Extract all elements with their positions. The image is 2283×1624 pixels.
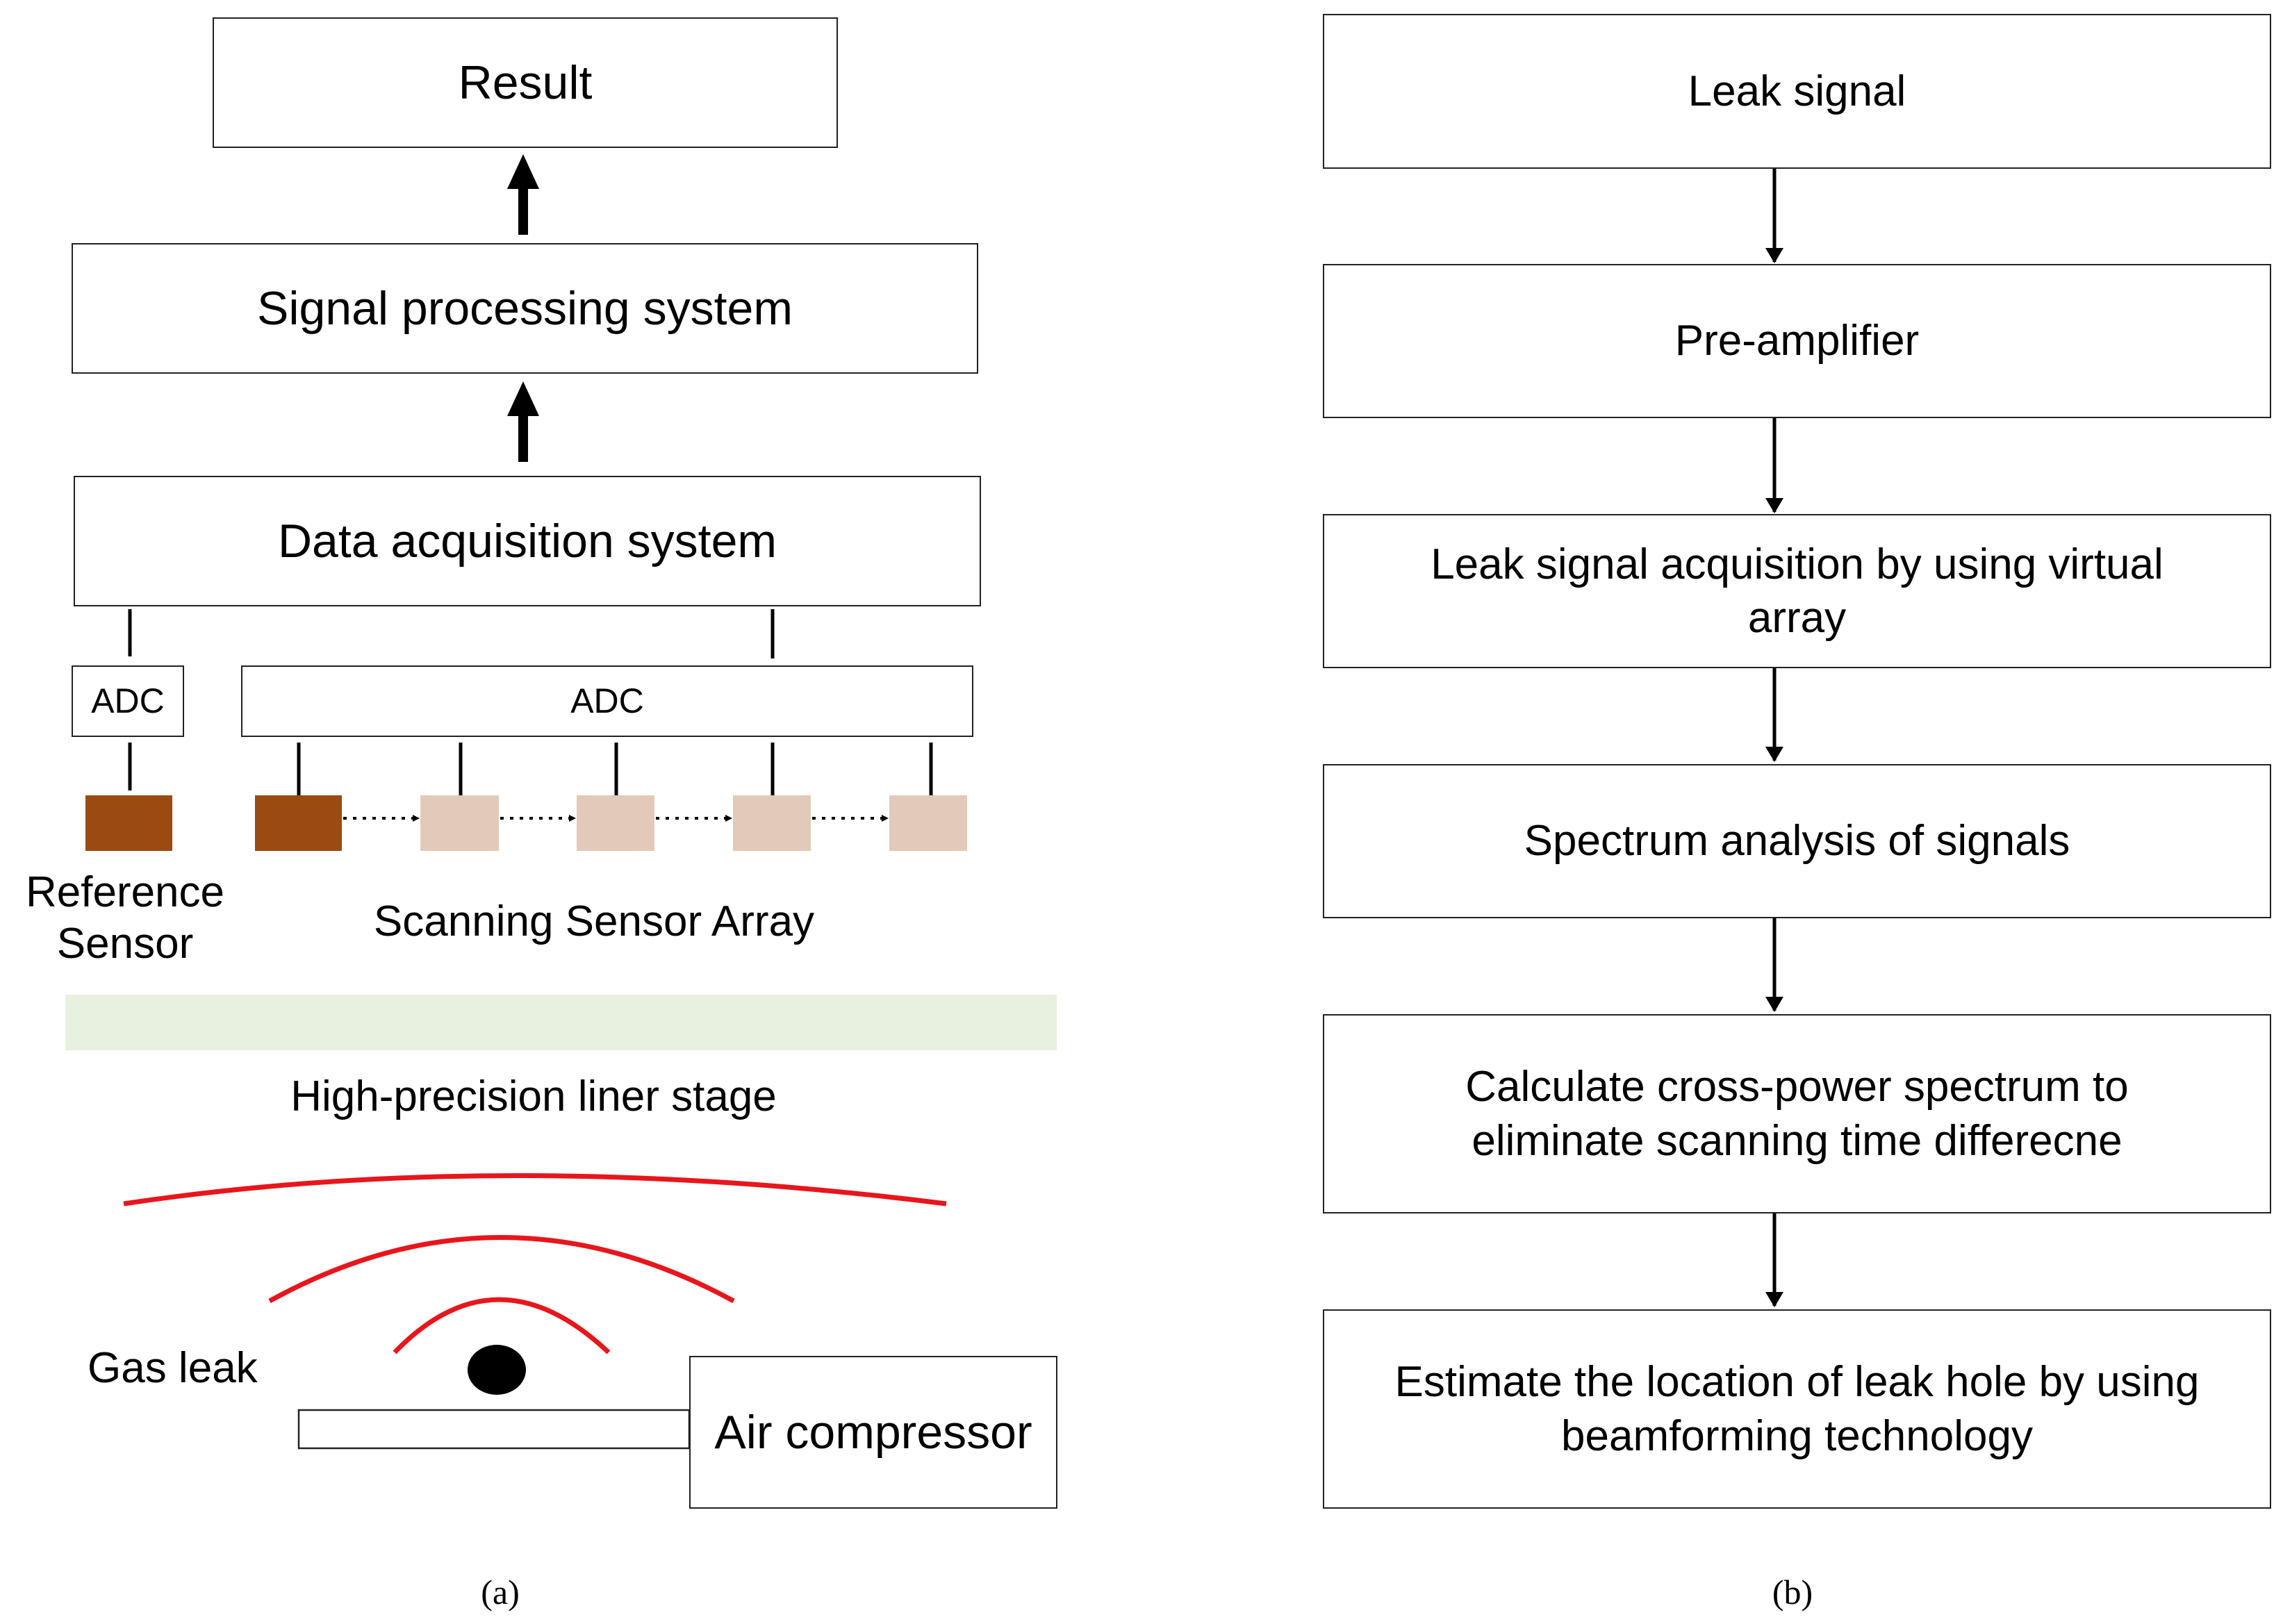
step-cross-power-line2: eliminate scanning time differecne	[1472, 1116, 2123, 1165]
step-spectrum-analysis: Spectrum analysis of signals	[1323, 764, 2271, 918]
step-virtual-array-line2: array	[1747, 594, 1847, 642]
step-pre-amplifier-label: Pre-amplifier	[1674, 317, 1920, 365]
step-virtual-array-acquisition: Leak signal acquisition by using virtual…	[1323, 514, 2271, 668]
step-pre-amplifier: Pre-amplifier	[1323, 264, 2271, 418]
result-box: Result	[213, 17, 838, 148]
reference-sensor-label: Reference Sensor	[0, 867, 250, 970]
wave-outer	[123, 1173, 947, 1207]
step-beamforming-line2: beamforming technology	[1561, 1411, 2033, 1460]
scanning-sensor-3	[577, 795, 654, 851]
gas-pipe	[297, 1409, 691, 1450]
scanning-sensor-5	[889, 795, 967, 851]
signal-processing-label: Signal processing system	[256, 281, 793, 335]
wave-inner	[393, 1297, 611, 1354]
air-compressor-label: Air compressor	[714, 1405, 1032, 1459]
leak-hole	[468, 1345, 526, 1395]
linear-stage-label: High-precision liner stage	[290, 1072, 777, 1120]
reference-sensor-line1: Reference	[25, 868, 225, 916]
step-leak-signal: Leak signal	[1323, 14, 2271, 169]
data-acquisition-box: Data acquisition system	[74, 476, 981, 606]
step-cross-power-spectrum: Calculate cross-power spectrum to elimin…	[1323, 1014, 2271, 1213]
arrow-up-to-signal-processing	[507, 381, 539, 462]
signal-processing-box: Signal processing system	[72, 243, 978, 374]
scanning-sensor-array-label: Scanning Sensor Array	[373, 897, 815, 945]
data-acquisition-label: Data acquisition system	[277, 514, 777, 567]
reference-sensor-line2: Sensor	[56, 920, 194, 968]
arrow-up-to-result	[507, 154, 539, 235]
scanning-sensor-2	[420, 795, 499, 851]
result-label: Result	[458, 56, 593, 109]
step-leak-signal-label: Leak signal	[1688, 67, 1906, 115]
step-beamforming-estimate: Estimate the location of leak hole by us…	[1323, 1309, 2271, 1509]
wave-middle	[268, 1235, 735, 1304]
caption-b: (b)	[1772, 1573, 1813, 1611]
linear-stage-bar	[65, 995, 1057, 1050]
step-virtual-array-line1: Leak signal acquisition by using virtual	[1431, 540, 2164, 588]
air-compressor-box: Air compressor	[689, 1356, 1057, 1509]
step-beamforming-line1: Estimate the location of leak hole by us…	[1394, 1358, 2200, 1406]
scanning-sensor-4	[733, 795, 811, 851]
reference-sensor	[85, 795, 172, 851]
adc-reference-box: ADC	[72, 665, 184, 737]
step-cross-power-line1: Calculate cross-power spectrum to	[1465, 1063, 2129, 1111]
adc-array-label: ADC	[570, 681, 644, 721]
adc-array-box: ADC	[241, 665, 973, 737]
step-spectrum-analysis-label: Spectrum analysis of signals	[1524, 817, 2070, 865]
adc-reference-label: ADC	[91, 681, 165, 721]
caption-a: (a)	[481, 1573, 520, 1611]
gas-leak-label: Gas leak	[88, 1344, 258, 1392]
scanning-sensor-1	[255, 795, 342, 851]
